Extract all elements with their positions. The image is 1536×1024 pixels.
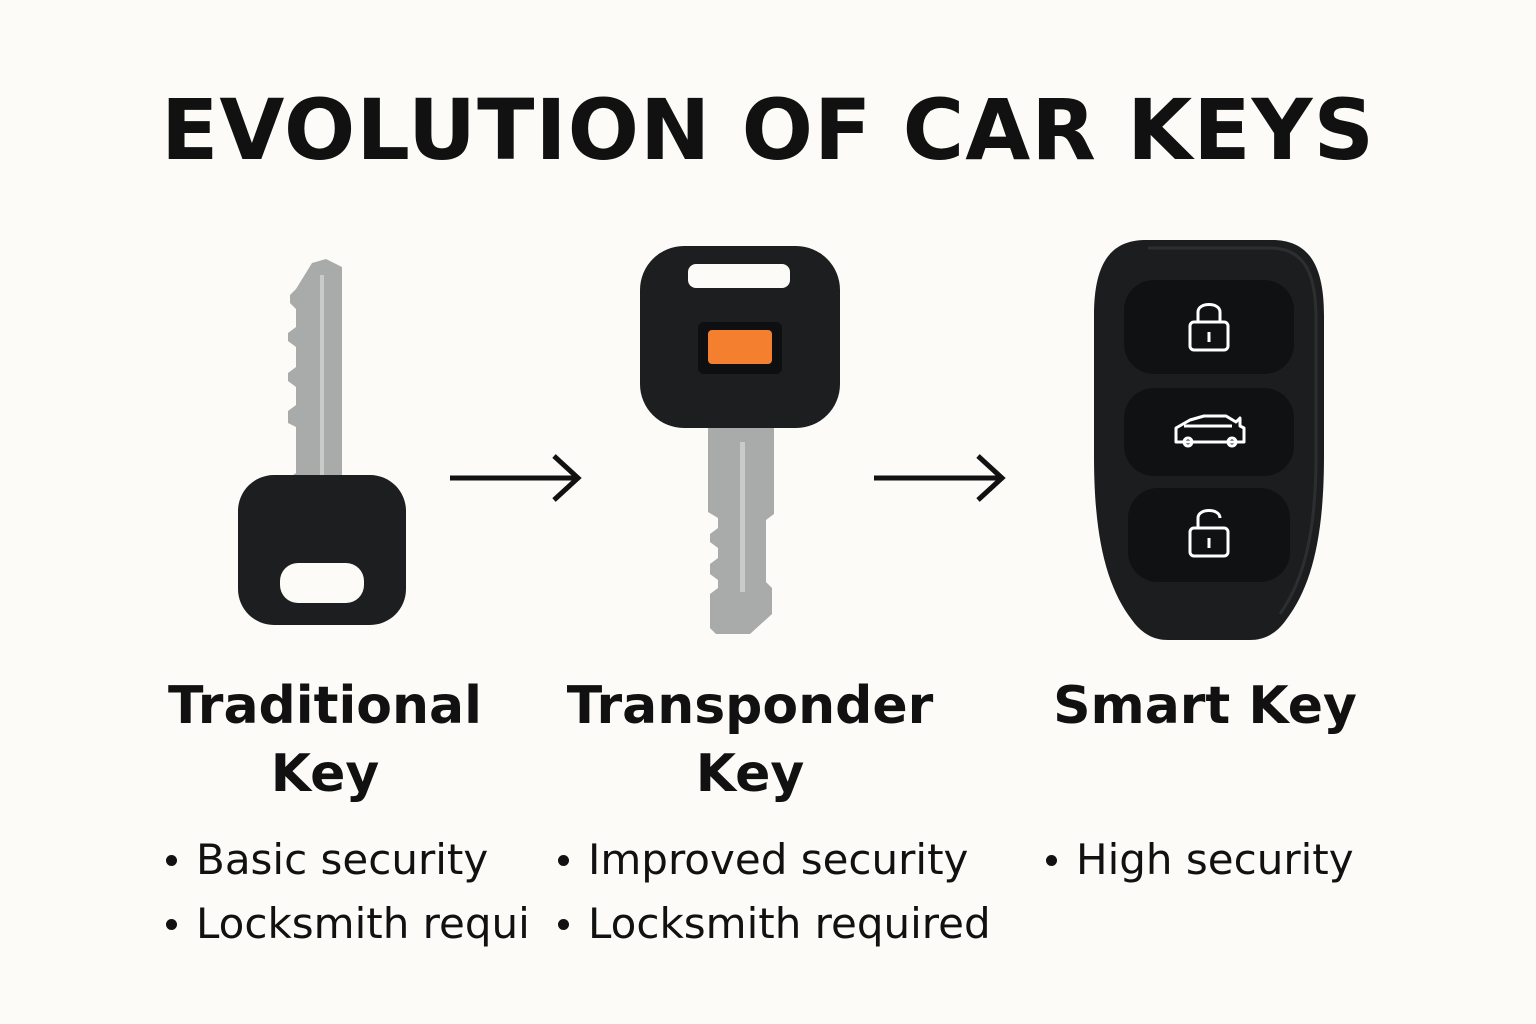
smart-key-title: Smart Key: [1040, 672, 1370, 740]
transponder-key-slot: [688, 264, 790, 288]
feature-item: Improved security: [554, 828, 991, 892]
unlock-icon: [1188, 509, 1230, 558]
arrow-right-icon: [874, 454, 1006, 502]
car-trunk-icon: [1174, 414, 1246, 448]
smart-key-title-line1: Smart Key: [1053, 676, 1357, 736]
traditional-key-blade-groove: [320, 275, 324, 475]
fob-button-unlock: [1128, 488, 1290, 582]
fob-button-lock: [1124, 280, 1294, 374]
smart-key-features: High security: [1042, 828, 1354, 892]
page-title: EVOLUTION OF CAR KEYS: [161, 81, 1375, 179]
arrow-right-icon: [450, 454, 582, 502]
smart-key-fob-icon: [1094, 240, 1324, 640]
transponder-key-title-line1: Transponder: [566, 676, 934, 736]
transponder-key-title: Transponder Key: [560, 672, 940, 808]
traditional-key-hole: [280, 563, 364, 603]
feature-item: High security: [1042, 828, 1354, 892]
traditional-key-blade: [288, 259, 342, 487]
traditional-key-icon: [238, 259, 406, 625]
feature-item: Locksmith required: [554, 892, 991, 956]
traditional-key-features: Basic security Locksmith requi: [162, 828, 530, 956]
transponder-key-blade-groove: [740, 442, 745, 592]
lock-icon: [1188, 303, 1230, 352]
feature-item: Basic security: [162, 828, 530, 892]
traditional-key-title-line1: Traditional: [168, 676, 482, 736]
transponder-key-title-line2: Key: [695, 744, 805, 804]
fob-button-trunk: [1124, 388, 1294, 476]
transponder-chip-icon: [708, 330, 772, 364]
feature-item: Locksmith requi: [162, 892, 530, 956]
transponder-key-icon: [640, 246, 840, 634]
transponder-key-features: Improved security Locksmith required: [554, 828, 991, 956]
traditional-key-title: Traditional Key: [150, 672, 500, 808]
traditional-key-head: [238, 475, 406, 625]
traditional-key-title-line2: Key: [270, 744, 380, 804]
